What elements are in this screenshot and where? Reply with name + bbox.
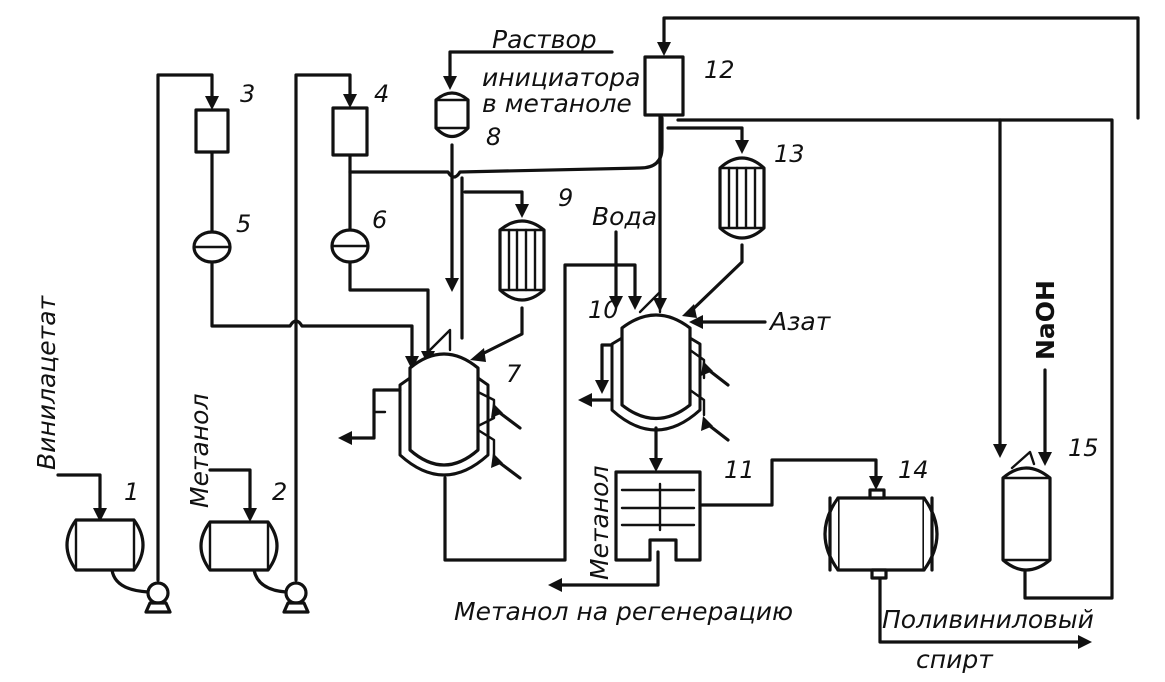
- tank-12: [643, 55, 685, 117]
- reactor-10-side-loop: [600, 343, 614, 386]
- arrow-icon: [343, 94, 357, 108]
- methanol-regeneration-line: [558, 550, 660, 587]
- pump-2: [282, 581, 310, 614]
- arrow-icon: [338, 431, 352, 445]
- equipment-number-15: 15: [1068, 434, 1099, 462]
- methanol-pump-line: [252, 568, 288, 594]
- methanol-riser-line: [294, 73, 352, 582]
- vinyl-acetate-inlet-line: [56, 473, 102, 514]
- arrow-icon: [578, 393, 592, 407]
- equipment-number-9: 9: [558, 184, 573, 212]
- tank-12-to-13-line: [666, 126, 744, 146]
- arrow-icon: [628, 296, 642, 310]
- methanol-regeneration-label: Метанол на регенерацию: [454, 597, 793, 626]
- separator-11: [614, 470, 702, 562]
- arrow-icon: [405, 356, 419, 370]
- arrow-icon: [993, 444, 1007, 458]
- recycle-top-line: [662, 16, 1140, 47]
- apparatus-14: [823, 488, 939, 580]
- arrow-icon: [205, 96, 219, 110]
- initiator-label-line1: Раствор: [492, 25, 597, 54]
- condenser-9: [498, 219, 546, 302]
- equipment-number-13: 13: [774, 140, 805, 168]
- arrow-icon: [689, 315, 703, 329]
- arrow-icon: [548, 578, 562, 592]
- condenser-13-return-line: [688, 243, 744, 314]
- arrow-icon: [445, 278, 459, 292]
- arrow-icon: [1078, 635, 1092, 649]
- equipment-number-7: 7: [506, 360, 522, 388]
- arrow-icon: [735, 140, 749, 154]
- heat-exchanger-5: [192, 230, 232, 264]
- methanol-header-line: [348, 116, 664, 179]
- initiator-label-line2: инициатора: [482, 63, 640, 92]
- measure-tank-3: [194, 108, 230, 154]
- arrow-icon: [682, 304, 697, 318]
- separator-methanol-label: Метанол: [585, 466, 614, 580]
- methanol-feed-label: Метанол: [185, 394, 214, 508]
- pipelines: [56, 16, 1140, 649]
- arrow-icon: [515, 204, 529, 218]
- arrow-icon: [595, 380, 609, 394]
- equipment-number-5: 5: [236, 210, 251, 238]
- equipment-number-6: 6: [372, 206, 387, 234]
- pva-label-line2: спирт: [916, 645, 994, 674]
- arrow-icon: [649, 458, 663, 472]
- water-label: Вода: [592, 202, 657, 231]
- initiator-label-line3: в метаноле: [482, 89, 632, 118]
- tank-2: [199, 520, 279, 572]
- equipment-number-14: 14: [898, 456, 929, 484]
- separator-11-to-14-line: [700, 458, 878, 507]
- condenser-9-line: [463, 190, 524, 210]
- recycle-return-line: [676, 118, 1114, 600]
- equipment-number-1: 1: [124, 478, 139, 506]
- vessel-8: [434, 91, 470, 139]
- pva-label-line1: Поливиниловый: [882, 605, 1094, 634]
- heat-exchanger-6: [330, 228, 370, 264]
- arrow-icon: [869, 476, 883, 490]
- condenser-9-return-line: [476, 306, 524, 358]
- heat-exchanger-6-outlet-line: [348, 260, 430, 357]
- tank-1: [65, 518, 145, 572]
- arrow-icon: [1038, 452, 1052, 466]
- equipment-number-4: 4: [374, 80, 389, 108]
- nitrogen-label: Азат: [768, 307, 832, 336]
- heat-exchanger-5-outlet-line: [210, 260, 414, 362]
- equipment-number-10: 10: [588, 296, 619, 324]
- arrow-icon: [93, 508, 107, 522]
- equipment-number-12: 12: [704, 56, 735, 84]
- arrow-icon: [243, 508, 257, 522]
- methanol-inlet-line: [208, 468, 252, 514]
- reactor-10: [610, 290, 730, 442]
- arrow-icon: [657, 42, 671, 56]
- measure-tank-4: [331, 106, 369, 157]
- condenser-13: [718, 156, 766, 240]
- reactor-7: [398, 328, 522, 480]
- arrow-icon: [470, 348, 486, 362]
- vinyl-acetate-label: Винилацетат: [32, 294, 61, 470]
- equipment-number-2: 2: [272, 478, 287, 506]
- initiator-inlet-line: [448, 50, 614, 82]
- arrow-icon: [609, 296, 623, 310]
- vinyl-acetate-riser-line: [156, 73, 214, 582]
- polyvinyl-alcohol-outlet-line: [878, 574, 1082, 644]
- reactor-7-side-outlet: [348, 388, 402, 440]
- equipment-number-3: 3: [240, 80, 255, 108]
- vessel-15: [1001, 450, 1052, 572]
- equipment-number-8: 8: [486, 123, 501, 151]
- equipment-number-11: 11: [724, 456, 755, 484]
- naoh-label: NaOH: [1031, 280, 1060, 360]
- pump-1: [144, 581, 172, 614]
- reactor-7-bottom-line: [443, 263, 637, 562]
- vinyl-acetate-pump-line: [110, 568, 150, 594]
- arrow-icon: [443, 76, 457, 90]
